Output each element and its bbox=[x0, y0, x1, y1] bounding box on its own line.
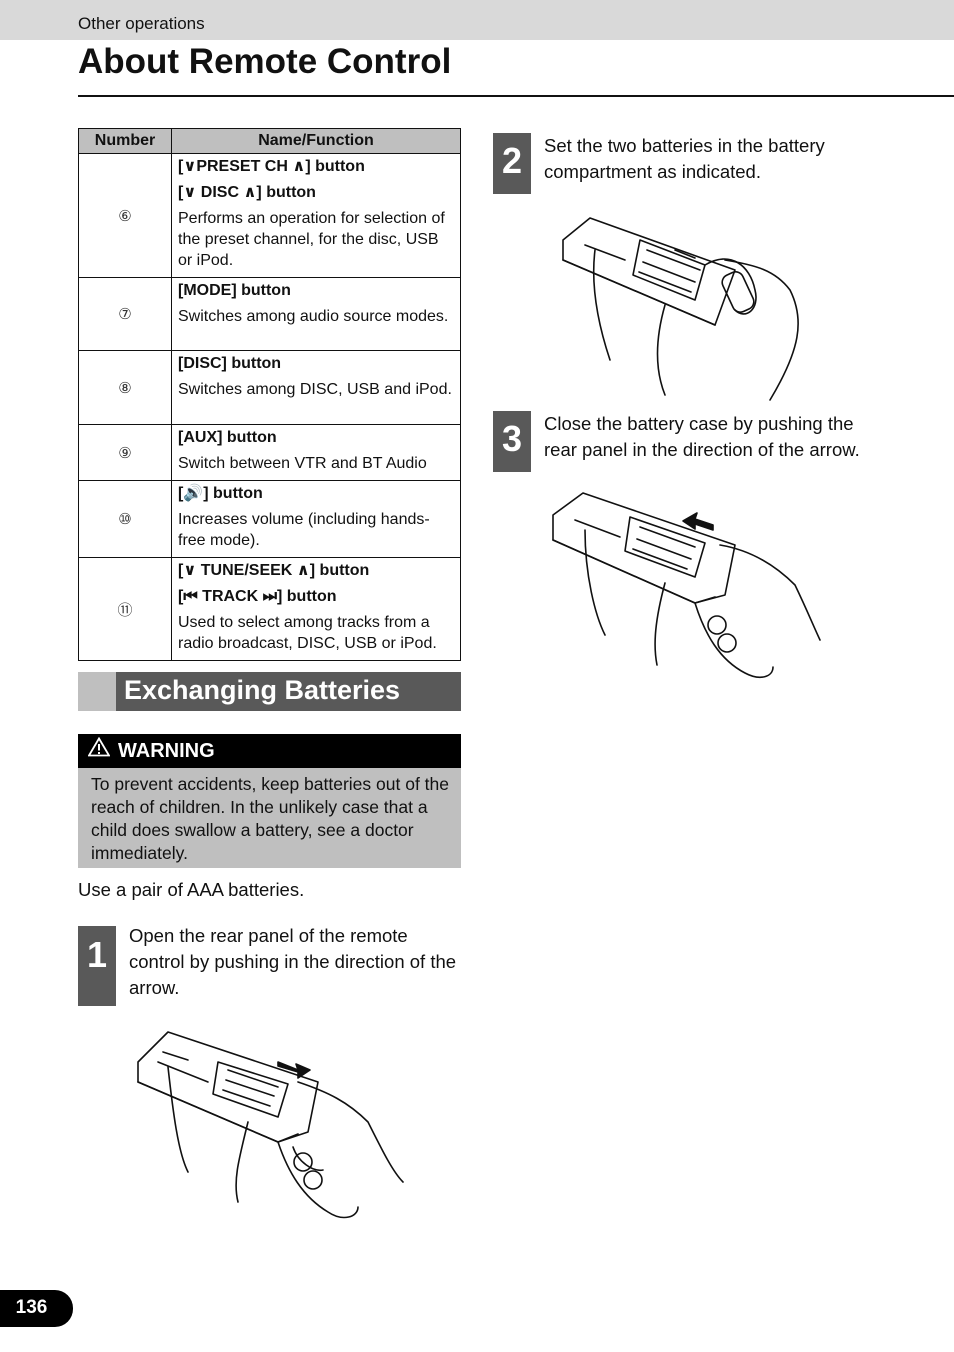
page-number: 136 bbox=[0, 1290, 73, 1327]
exchanging-batteries-heading: Exchanging Batteries bbox=[78, 672, 461, 711]
warning-text: To prevent accidents, keep batteries out… bbox=[78, 768, 461, 868]
heading-stub bbox=[78, 672, 116, 711]
illustration-insert-batteries bbox=[555, 210, 815, 405]
header-band bbox=[0, 0, 954, 40]
warning-header: WARNING bbox=[78, 734, 461, 768]
row-description: Performs an operation for selection of t… bbox=[178, 210, 445, 269]
row-description: Increases volume (including hands-free m… bbox=[178, 511, 430, 549]
column-header-number: Number bbox=[78, 128, 172, 154]
table-row: ⑦ [MODE] button Switches among audio sou… bbox=[78, 277, 461, 351]
page-title: About Remote Control bbox=[78, 42, 452, 81]
warning-label: WARNING bbox=[118, 739, 215, 762]
row-description: Switches among DISC, USB and iPod. bbox=[178, 381, 452, 398]
table-row: ⑧ [DISC] button Switches among DISC, USB… bbox=[78, 350, 461, 425]
button-label: [∨ DISC ∧] button bbox=[178, 184, 316, 201]
title-divider bbox=[78, 95, 954, 97]
function-table: Number Name/Function ⑥ [∨PRESET CH ∧] bu… bbox=[78, 128, 461, 661]
button-label: [AUX] button bbox=[178, 429, 277, 446]
row-description: Switch between VTR and BT Audio bbox=[178, 455, 427, 472]
table-row: ⑥ [∨PRESET CH ∧] button [∨ DISC ∧] butto… bbox=[78, 153, 461, 278]
row-number: ⑨ bbox=[78, 424, 172, 481]
step-number-3: 3 bbox=[493, 411, 531, 472]
table-row: ⑩ [🔊] button Increases volume (including… bbox=[78, 480, 461, 558]
table-header-row: Number Name/Function bbox=[78, 128, 461, 154]
row-number: ⑥ bbox=[78, 153, 172, 278]
step-text-1: Open the rear panel of the remote contro… bbox=[129, 925, 457, 998]
column-header-name: Name/Function bbox=[171, 128, 461, 154]
button-label: [🔊] button bbox=[178, 485, 263, 502]
row-description: Switches among audio source modes. bbox=[178, 308, 449, 325]
row-description: Used to select among tracks from a radio… bbox=[178, 614, 437, 652]
step-text-2: Set the two batteries in the battery com… bbox=[544, 135, 825, 182]
button-label: [∨ TUNE/SEEK ∧] button bbox=[178, 562, 370, 579]
battery-type-text: Use a pair of AAA batteries. bbox=[78, 879, 305, 900]
section-label: Other operations bbox=[78, 14, 205, 33]
row-number: ⑦ bbox=[78, 277, 172, 351]
table-row: ⑪ [∨ TUNE/SEEK ∧] button [⏮ TRACK ⏭] but… bbox=[78, 557, 461, 661]
step-number-1: 1 bbox=[78, 926, 116, 1006]
table-row: ⑨ [AUX] button Switch between VTR and BT… bbox=[78, 424, 461, 481]
row-number: ⑪ bbox=[78, 557, 172, 661]
warning-triangle-icon bbox=[87, 735, 111, 768]
heading-text: Exchanging Batteries bbox=[116, 672, 461, 711]
illustration-close-panel bbox=[545, 485, 830, 685]
button-label: [DISC] button bbox=[178, 355, 282, 372]
button-label: [∨PRESET CH ∧] button bbox=[178, 158, 365, 175]
step-text-3: Close the battery case by pushing the re… bbox=[544, 413, 860, 460]
button-label: [MODE] button bbox=[178, 282, 291, 299]
step-number-2: 2 bbox=[493, 133, 531, 194]
illustration-open-panel bbox=[128, 1022, 418, 1222]
row-number: ⑩ bbox=[78, 480, 172, 558]
row-number: ⑧ bbox=[78, 350, 172, 425]
button-label: [⏮ TRACK ⏭] button bbox=[178, 588, 337, 605]
